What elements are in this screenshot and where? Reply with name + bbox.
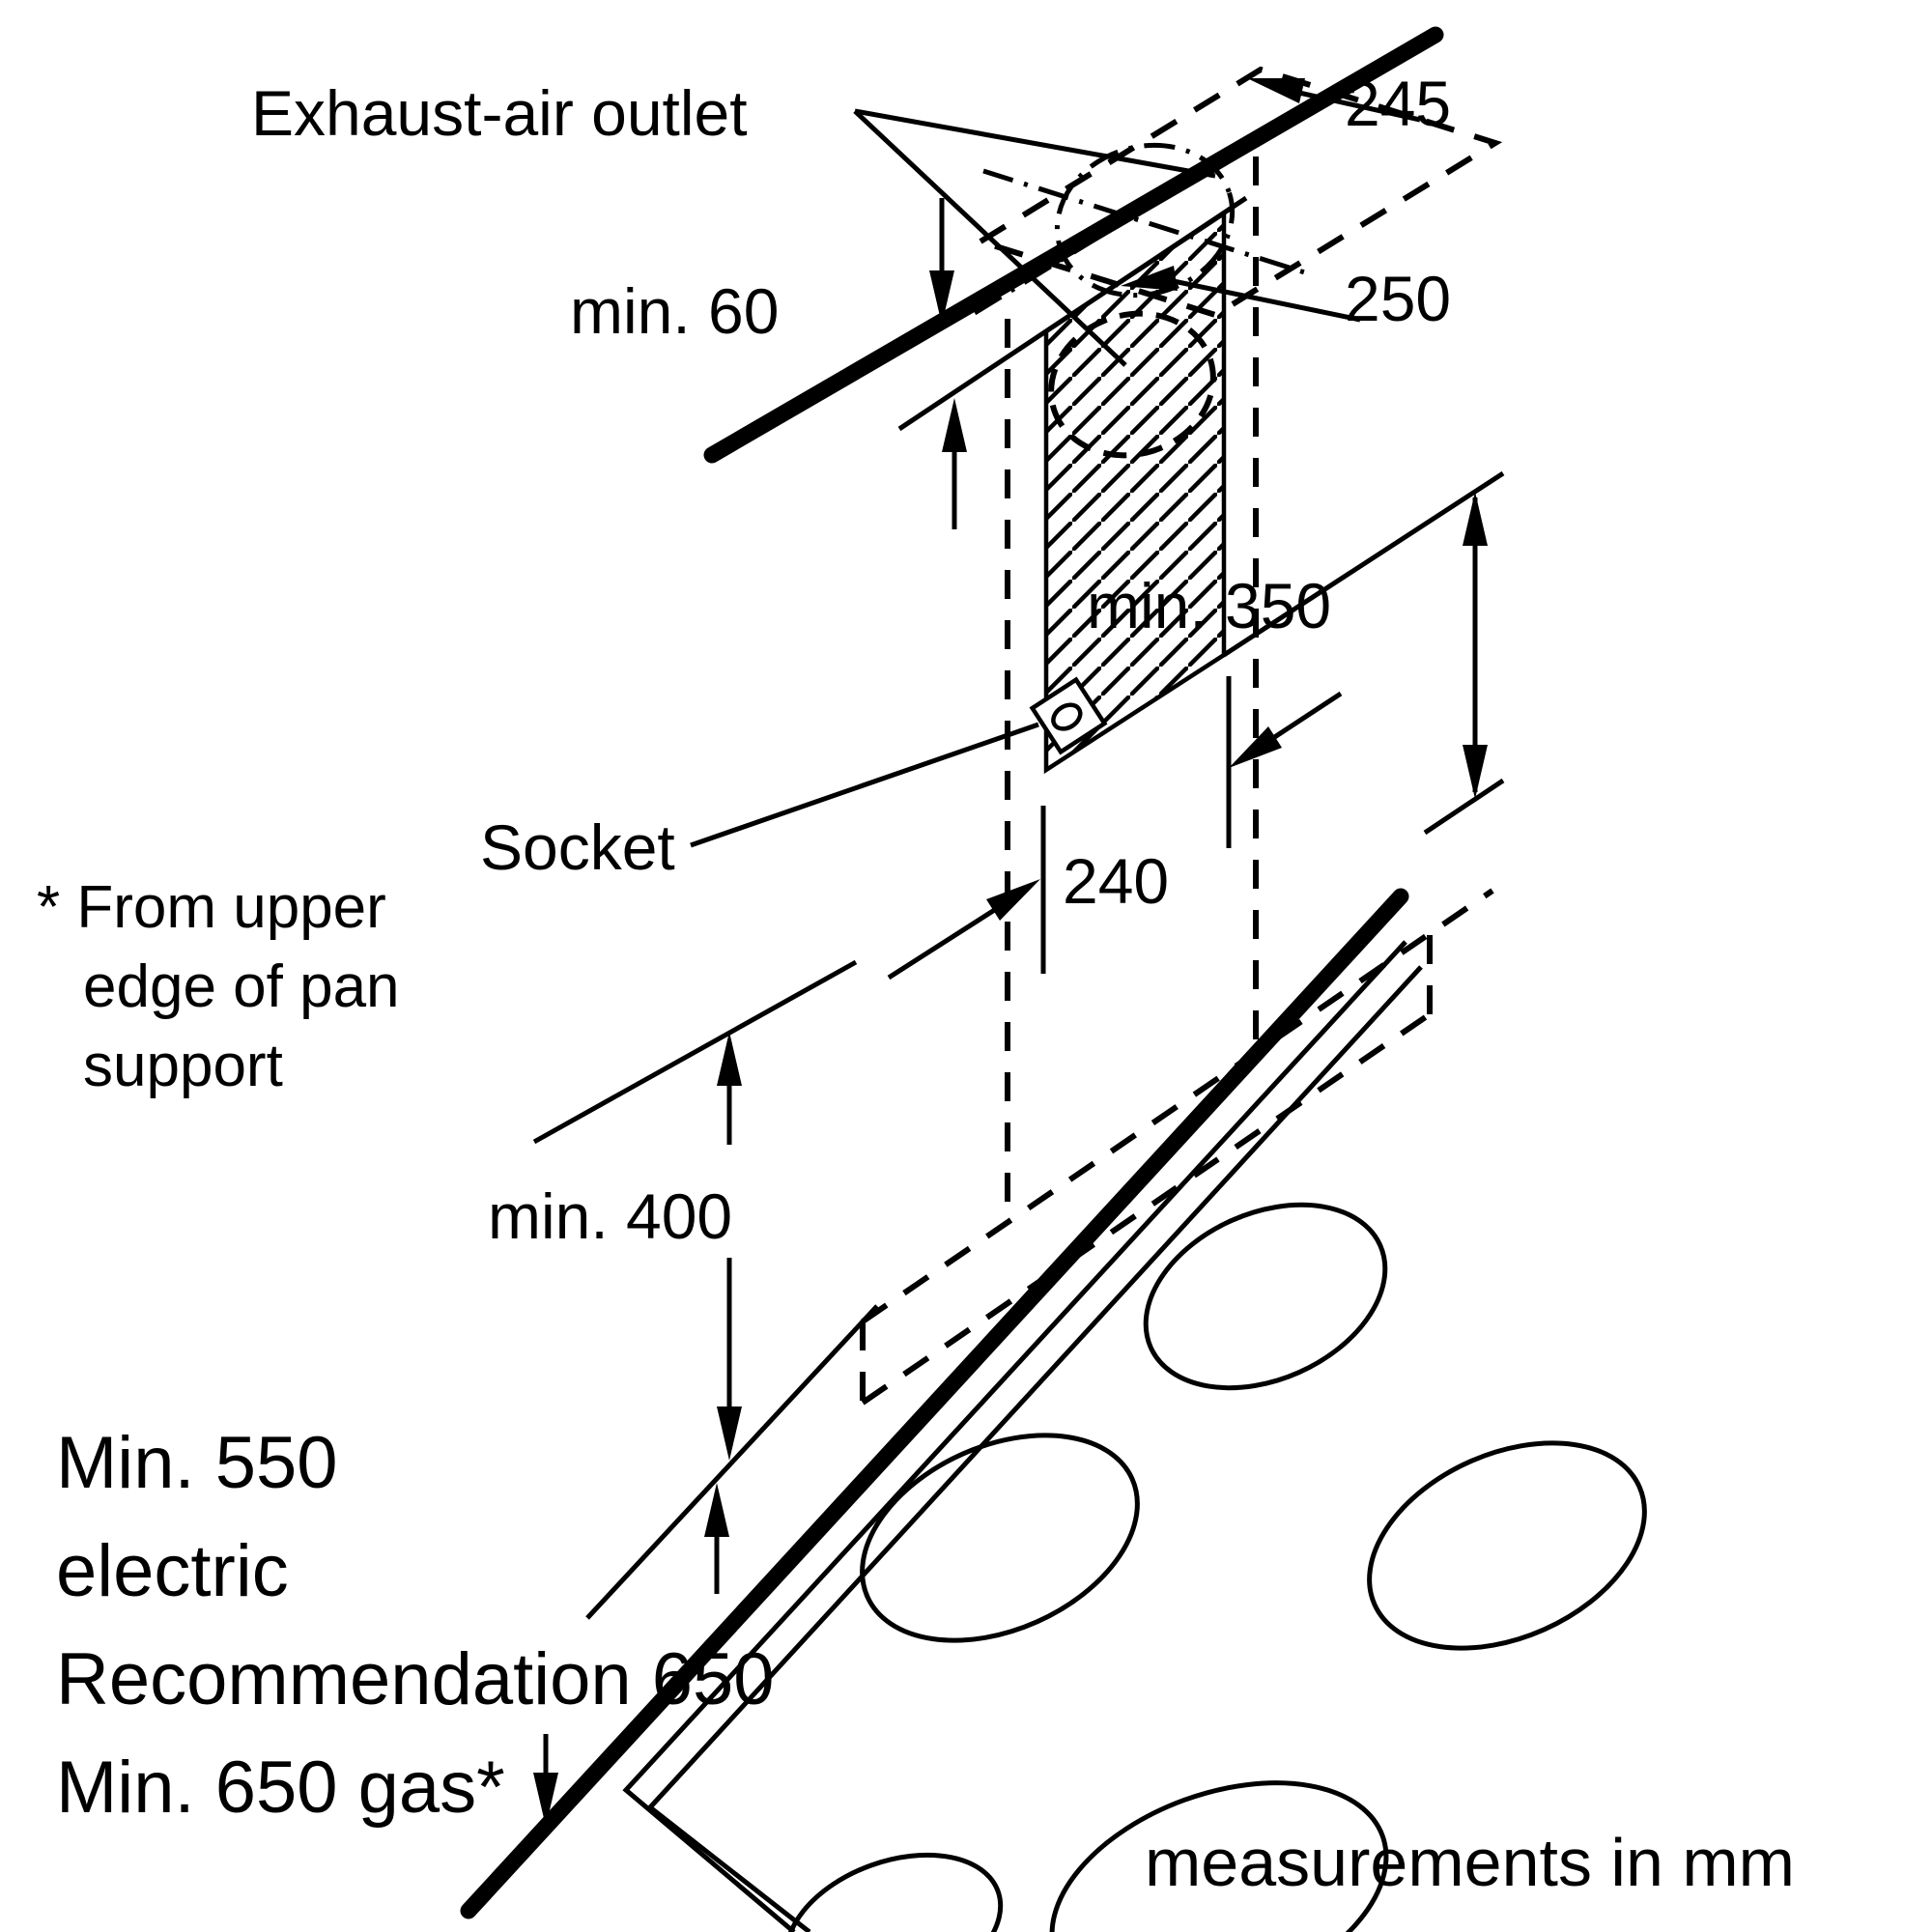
hood-top-right-ref-line: [1423, 778, 1505, 836]
hood-hidden-outline: [860, 156, 1494, 1406]
dim-min60-down-arrowhead: [929, 270, 954, 325]
socket-label: Socket: [480, 811, 675, 883]
footnote-line-1: * From upper: [37, 874, 386, 941]
dim-245-label: 245: [1345, 68, 1451, 139]
min650-gas-label: Min. 650 gas*: [56, 1747, 505, 1829]
dim-250-line: [1163, 276, 1361, 323]
socket-icon: [1029, 676, 1108, 755]
dim-250-arrowhead: [1121, 266, 1178, 291]
socket-leader-line: [690, 722, 1039, 848]
dim-min350-down-arrowhead: [1463, 745, 1488, 799]
ceiling-cutout-outline: [973, 66, 1503, 319]
dim-240-tail-left: [887, 899, 1009, 980]
centerline-long: [973, 109, 1304, 316]
min350-label: min. 350: [1087, 570, 1331, 641]
dim-min400-down-arrowhead: [717, 1406, 742, 1461]
min60-label: min. 60: [570, 275, 779, 347]
chimney-bottom-ref-line: [1222, 470, 1505, 658]
electric-label: electric: [56, 1530, 289, 1612]
burner-top: [1143, 1202, 1388, 1391]
footnote-line-3: support: [83, 1033, 283, 1099]
hob-border-outer: [622, 940, 1407, 1932]
units-note-label: measurements in mm: [1145, 1825, 1795, 1900]
dim-min60-up-arrowhead: [942, 398, 967, 452]
recommendation-label: Recommendation 650: [56, 1638, 775, 1720]
exhaust-outlet-label: Exhaust-air outlet: [251, 77, 748, 149]
flue-hole-ellipse: [1048, 310, 1216, 459]
burner-bottom-partial: [1049, 1780, 1389, 1932]
dim-550-down-arrowhead: [533, 1773, 558, 1827]
dim-240-arrowhead-left: [986, 879, 1040, 921]
dim-min400-up-arrowhead: [717, 1032, 742, 1086]
burner-bottom-left-partial: [783, 1852, 1004, 1932]
dim-250-label: 250: [1345, 263, 1451, 334]
burner-right-partial: [1367, 1440, 1647, 1651]
min400-label: min. 400: [488, 1180, 732, 1252]
hood-bottom-ref-line: [532, 959, 858, 1145]
dim-245-line: [1290, 88, 1421, 123]
dim-550-up-arrowhead: [704, 1483, 729, 1537]
dim-240-arrowhead-right: [1229, 726, 1282, 768]
outlet-leader-2: [854, 108, 1216, 179]
canopy-dashed-bottom: [861, 1011, 1432, 1406]
pan-support-ref-line: [585, 1304, 879, 1620]
burner-left: [860, 1433, 1140, 1643]
worktop-line: [460, 888, 1409, 1919]
outlet-leader-1: [853, 109, 1127, 367]
min550-label: Min. 550: [56, 1422, 338, 1504]
dim-245-arrowhead: [1247, 78, 1305, 103]
dim-240-tail-right: [1271, 691, 1343, 741]
dim-240-label: 240: [1063, 845, 1169, 917]
dim-min350-up-arrowhead: [1463, 492, 1488, 546]
canopy-dashed-top: [861, 888, 1494, 1324]
hob-border-inner: [646, 965, 1423, 1932]
footnote-line-2: edge of pan: [83, 953, 400, 1020]
ceiling-line: [703, 26, 1444, 464]
